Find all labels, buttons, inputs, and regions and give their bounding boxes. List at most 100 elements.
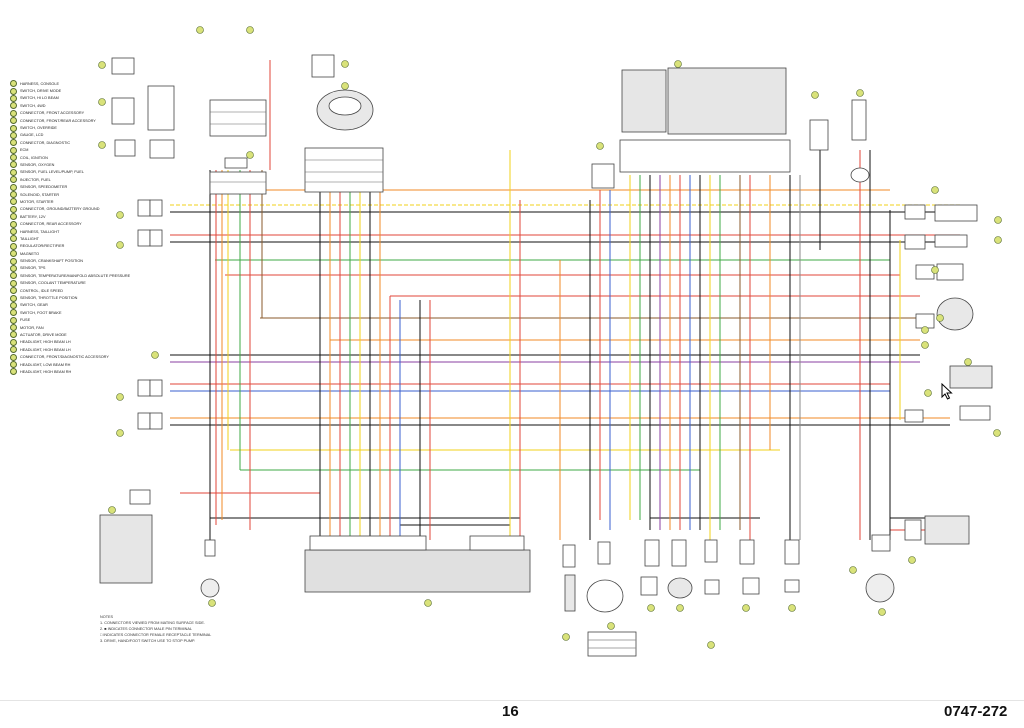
connector-legend-table	[587, 631, 637, 657]
legend-item: CONNECTOR, REAR ACCESSORY	[10, 220, 120, 228]
legend-label: CONNECTOR, FRONT/DIAGNOSTIC ACCESSORY	[20, 355, 109, 360]
left-connectors	[99, 199, 220, 598]
callout	[921, 326, 929, 334]
legend-item: SWITCH, OVERRIDE	[10, 124, 120, 132]
callout	[742, 604, 750, 612]
legend-item: SENSOR, FUEL LEVEL/PUMP, FUEL	[10, 168, 120, 176]
notes-title: NOTES	[100, 615, 114, 619]
connector	[311, 54, 335, 78]
mouse-pointer-icon	[941, 383, 953, 400]
legend-label: SWITCH, DRIVE MODE	[20, 89, 62, 94]
legend-label: HARNESS, CONSOLE	[20, 81, 60, 86]
callout	[116, 429, 124, 437]
legend-label: SWITCH, FOOT BRAKE	[20, 310, 62, 315]
note-item: 2. ■ INDICATES CONNECTOR MALE PIN TERMIN…	[100, 627, 192, 631]
callout	[98, 141, 106, 149]
legend-number-dot	[10, 287, 17, 295]
callout	[424, 599, 432, 607]
legend-item: HEADLIGHT, HIGH BEAM LH	[10, 346, 120, 354]
legend-number-dot	[10, 87, 17, 95]
connector	[915, 313, 935, 329]
legend-number-dot	[10, 139, 17, 147]
callout	[856, 89, 864, 97]
legend-item: HEADLIGHT, LOW BEAM RH	[10, 361, 120, 369]
connector	[904, 409, 924, 423]
legend-item: HEADLIGHT, HIGH BEAM LH	[10, 338, 120, 346]
legend-label: FUSE	[20, 318, 31, 323]
legend-number-dot	[10, 213, 17, 221]
connector	[644, 539, 660, 567]
right-components	[809, 99, 993, 603]
legend-label: SWITCH, 4WD	[20, 103, 46, 108]
callout	[246, 151, 254, 159]
legend-label: ECM	[20, 148, 29, 153]
callout	[993, 429, 1001, 437]
callout	[676, 604, 684, 612]
connector	[591, 163, 615, 189]
legend-number-dot	[10, 316, 17, 324]
legend-label: HEADLIGHT, HIGH BEAM LH	[20, 347, 71, 352]
callout	[936, 314, 944, 322]
connector	[224, 157, 248, 169]
sensor	[934, 234, 968, 248]
ecm-pin-header	[619, 139, 791, 173]
callout	[811, 91, 819, 99]
legend-number-dot	[10, 361, 17, 369]
callout	[341, 60, 349, 68]
sensor-oxygen	[934, 204, 978, 222]
legend-number-dot	[10, 257, 17, 265]
legend-label: GAUGE, LCD	[20, 133, 44, 138]
legend-label: HARNESS, TAILLIGHT	[20, 229, 60, 234]
legend-item: HARNESS, CONSOLE	[10, 80, 120, 88]
legend-number-dot	[10, 80, 17, 88]
connector	[149, 139, 175, 159]
legend-label: HEADLIGHT, LOW BEAM RH	[20, 362, 71, 367]
legend-label: COIL, IGNITION	[20, 155, 48, 160]
ecm-connector-block	[621, 69, 667, 133]
callout	[116, 211, 124, 219]
sensor	[640, 576, 658, 596]
legend-item: CONNECTOR, DIAGNOSTIC	[10, 139, 120, 147]
connector	[147, 85, 175, 131]
legend-item: HARNESS, TAILLIGHT	[10, 228, 120, 235]
legend-number-dot	[10, 154, 17, 162]
legend-item: SENSOR, CRANKSHAFT POSITION	[10, 257, 120, 265]
legend-number-dot	[10, 183, 17, 191]
note-item: 1. CONNECTORS VIEWED FROM MATING SURFACE…	[100, 621, 205, 625]
legend-label: CONNECTOR, REAR ACCESSORY	[20, 222, 82, 227]
legend-item: FUSE	[10, 316, 120, 324]
sensor-speed	[564, 574, 576, 612]
legend-label: SENSOR, TEMPERATURE/MANIFOLD ABSOLUTE PR…	[20, 273, 131, 278]
actuator	[99, 514, 153, 584]
legend-number-dot	[10, 338, 17, 346]
sensor	[704, 579, 720, 595]
callout	[116, 241, 124, 249]
legend-item: ECM	[10, 146, 120, 154]
legend-number-dot	[10, 161, 17, 169]
legend-number-dot	[10, 250, 17, 258]
connector	[562, 544, 576, 568]
connector	[851, 99, 867, 141]
legend-item: SENSOR, COOLANT TEMPERATURE	[10, 279, 120, 287]
legend-label: REGULATOR/RECTIFIER	[20, 244, 65, 249]
sensor	[850, 167, 870, 183]
legend-number-dot	[10, 198, 17, 206]
legend-label: SENSOR, FUEL LEVEL/PUMP, FUEL	[20, 170, 84, 175]
notes-block: NOTES 1. CONNECTORS VIEWED FROM MATING S…	[100, 614, 240, 644]
sensor	[959, 405, 991, 421]
legend-number-dot	[10, 102, 17, 110]
legend-label: BATTERY, 12V	[20, 214, 46, 219]
magneto	[865, 573, 895, 603]
legend-item: MOTOR, FAN	[10, 324, 120, 332]
legend-label: SWITCH, GEAR	[20, 303, 48, 308]
connector	[784, 539, 800, 565]
fuse-relay-block	[304, 535, 531, 593]
callout	[196, 26, 204, 34]
legend-item: CONNECTOR, FRONT ACCESSORY	[10, 109, 120, 117]
connector	[915, 264, 935, 280]
legend-number-dot	[10, 353, 17, 361]
note-item: □ INDICATES CONNECTOR FEMALE RECEPTACLE …	[100, 633, 212, 637]
callout	[931, 266, 939, 274]
sensor	[667, 577, 693, 599]
connector	[809, 119, 829, 151]
